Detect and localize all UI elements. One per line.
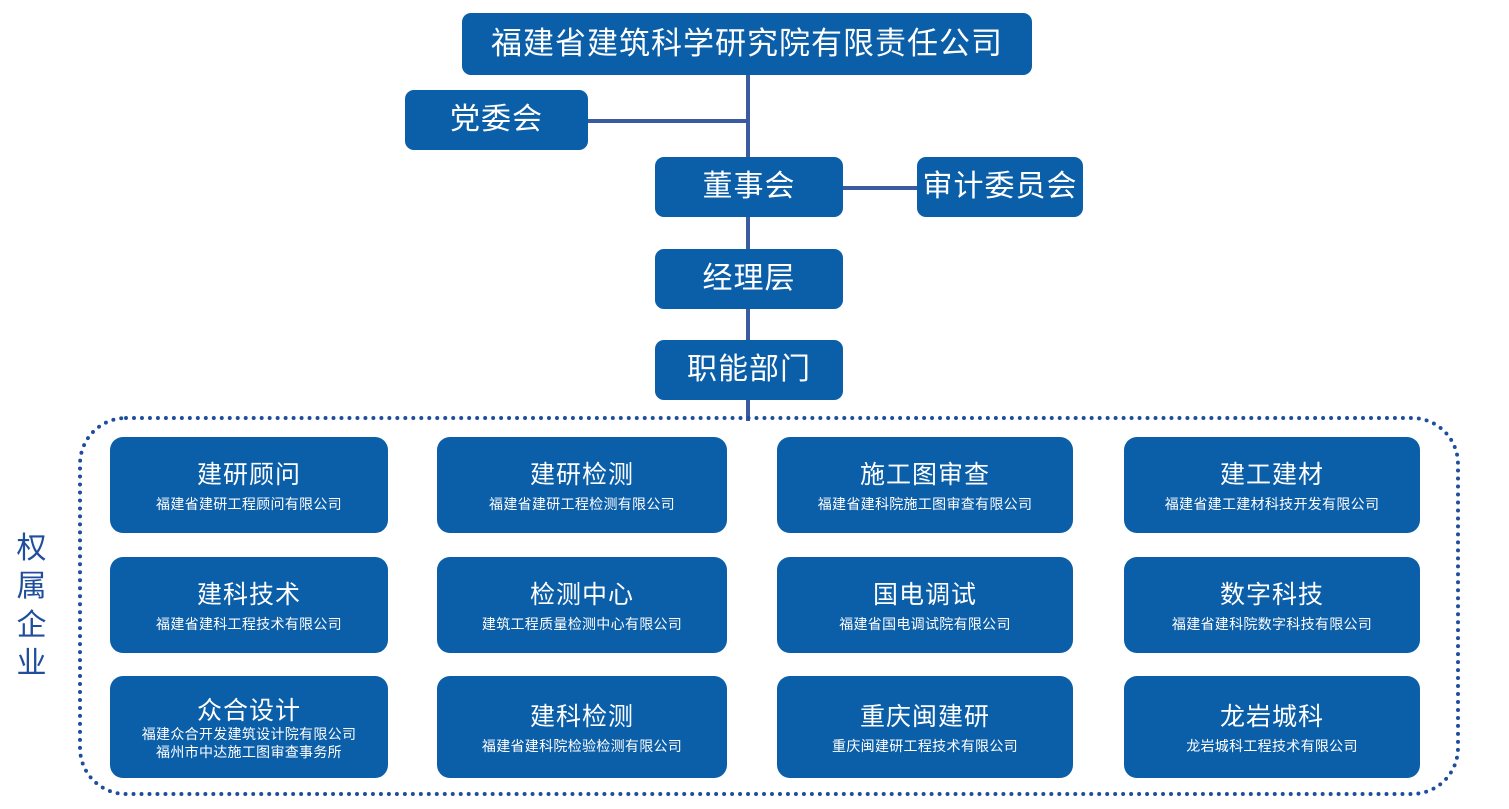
subsidiary-full-name: 龙岩城科工程技术有限公司 [1186, 737, 1358, 754]
connector-board-to-party-committee [586, 119, 748, 123]
subsidiary-full-name: 福建省建研工程检测有限公司 [489, 495, 675, 512]
subsidiary-full-name: 福建省建科院数字科技有限公司 [1171, 615, 1373, 632]
node-functional-departments-title: 职能部门 [687, 353, 811, 387]
subsidiary-full-name: 福建省建工建材科技开发有限公司 [1164, 495, 1380, 512]
node-audit-committee-title: 审计委员会 [922, 170, 1078, 204]
subsidiary-short-name: 数字科技 [1219, 580, 1324, 609]
subsidiary-full-name: 福建省建科院检验检测有限公司 [481, 737, 683, 754]
affiliated-enterprises-label: 权 属 企 业 [12, 530, 52, 684]
subsidiary-card[interactable]: 建研检测 福建省建研工程检测有限公司 [437, 437, 727, 533]
subsidiary-full-name: 福建省建科院施工图审查有限公司 [817, 495, 1033, 512]
node-management-layer[interactable]: 经理层 [655, 249, 843, 309]
subsidiary-card[interactable]: 龙岩城科 龙岩城科工程技术有限公司 [1124, 676, 1420, 778]
subsidiary-full-name: 建筑工程质量检测中心有限公司 [481, 615, 683, 632]
subsidiary-short-name: 国电调试 [872, 580, 977, 609]
subsidiary-card[interactable]: 施工图审查 福建省建科院施工图审查有限公司 [777, 437, 1073, 533]
subsidiary-short-name: 建科技术 [196, 580, 301, 609]
connector-company-to-board [746, 74, 750, 160]
node-party-committee[interactable]: 党委会 [405, 90, 588, 150]
subsidiary-full-name: 福建省国电调试院有限公司 [839, 615, 1011, 632]
subsidiary-card[interactable]: 建研顾问 福建省建研工程顾问有限公司 [110, 437, 388, 533]
node-management-layer-title: 经理层 [702, 262, 796, 296]
group-label-char-3: 业 [16, 647, 48, 681]
node-functional-departments[interactable]: 职能部门 [655, 340, 843, 400]
subsidiary-full-name: 福建省建研工程顾问有限公司 [156, 495, 342, 512]
group-label-char-0: 权 [16, 532, 48, 565]
subsidiary-card[interactable]: 众合设计 福建众合开发建筑设计院有限公司 福州市中达施工图审查事务所 [110, 676, 388, 778]
node-company[interactable]: 福建省建筑科学研究院有限责任公司 [462, 13, 1032, 75]
connector-board-to-audit-committee [841, 186, 918, 190]
subsidiary-short-name: 建研顾问 [196, 460, 301, 489]
subsidiary-full-name: 福建省建科工程技术有限公司 [156, 615, 342, 632]
subsidiary-short-name: 建科检测 [529, 702, 634, 731]
subsidiary-card[interactable]: 数字科技 福建省建科院数字科技有限公司 [1124, 557, 1420, 653]
connector-management-to-departments [746, 308, 750, 343]
subsidiary-short-name: 检测中心 [529, 580, 634, 609]
connector-departments-to-group [746, 399, 750, 421]
node-board-of-directors[interactable]: 董事会 [655, 157, 843, 217]
subsidiary-short-name: 建研检测 [529, 460, 634, 489]
subsidiary-short-name: 建工建材 [1219, 460, 1324, 489]
subsidiary-card[interactable]: 建科技术 福建省建科工程技术有限公司 [110, 557, 388, 653]
subsidiary-short-name: 龙岩城科 [1219, 702, 1324, 731]
node-board-of-directors-title: 董事会 [702, 170, 796, 204]
subsidiary-short-name: 施工图审查 [859, 460, 990, 489]
subsidiary-card[interactable]: 建科检测 福建省建科院检验检测有限公司 [437, 676, 727, 778]
subsidiary-full-name: 重庆闽建研工程技术有限公司 [832, 737, 1018, 754]
subsidiary-card[interactable]: 检测中心 建筑工程质量检测中心有限公司 [437, 557, 727, 653]
subsidiary-card[interactable]: 建工建材 福建省建工建材科技开发有限公司 [1124, 437, 1420, 533]
subsidiary-card[interactable]: 重庆闽建研 重庆闽建研工程技术有限公司 [777, 676, 1073, 778]
subsidiary-short-name: 众合设计 [196, 696, 301, 725]
subsidiary-full-name: 福建众合开发建筑设计院有限公司 [141, 725, 357, 742]
subsidiary-card[interactable]: 国电调试 福建省国电调试院有限公司 [777, 557, 1073, 653]
connector-board-to-management [746, 216, 750, 252]
group-label-char-1: 属 [16, 570, 48, 604]
subsidiary-full-name-secondary: 福州市中达施工图审查事务所 [156, 744, 342, 760]
affiliated-enterprises-group-frame [78, 416, 1460, 796]
node-audit-committee[interactable]: 审计委员会 [917, 157, 1083, 217]
node-party-committee-title: 党委会 [450, 103, 543, 137]
group-label-char-2: 企 [16, 608, 48, 642]
subsidiary-short-name: 重庆闽建研 [859, 702, 990, 731]
node-company-title: 福建省建筑科学研究院有限责任公司 [491, 25, 1003, 61]
